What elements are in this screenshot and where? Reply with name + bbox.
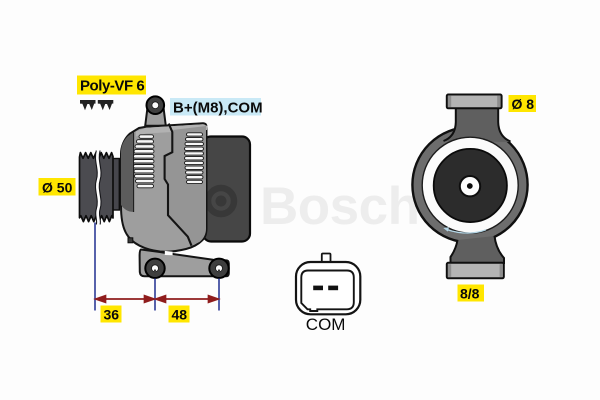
svg-text:8/8: 8/8 bbox=[460, 286, 480, 302]
svg-text:B+(M8),COM: B+(M8),COM bbox=[173, 99, 263, 116]
svg-text:Poly-VF 6: Poly-VF 6 bbox=[80, 78, 144, 95]
svg-text:Ø 8: Ø 8 bbox=[512, 96, 535, 112]
svg-text:COM: COM bbox=[306, 315, 346, 334]
svg-text:Bosch: Bosch bbox=[260, 177, 419, 236]
svg-text:Ø 50: Ø 50 bbox=[42, 179, 73, 195]
svg-text:36: 36 bbox=[104, 307, 120, 323]
svg-text:48: 48 bbox=[172, 307, 188, 323]
